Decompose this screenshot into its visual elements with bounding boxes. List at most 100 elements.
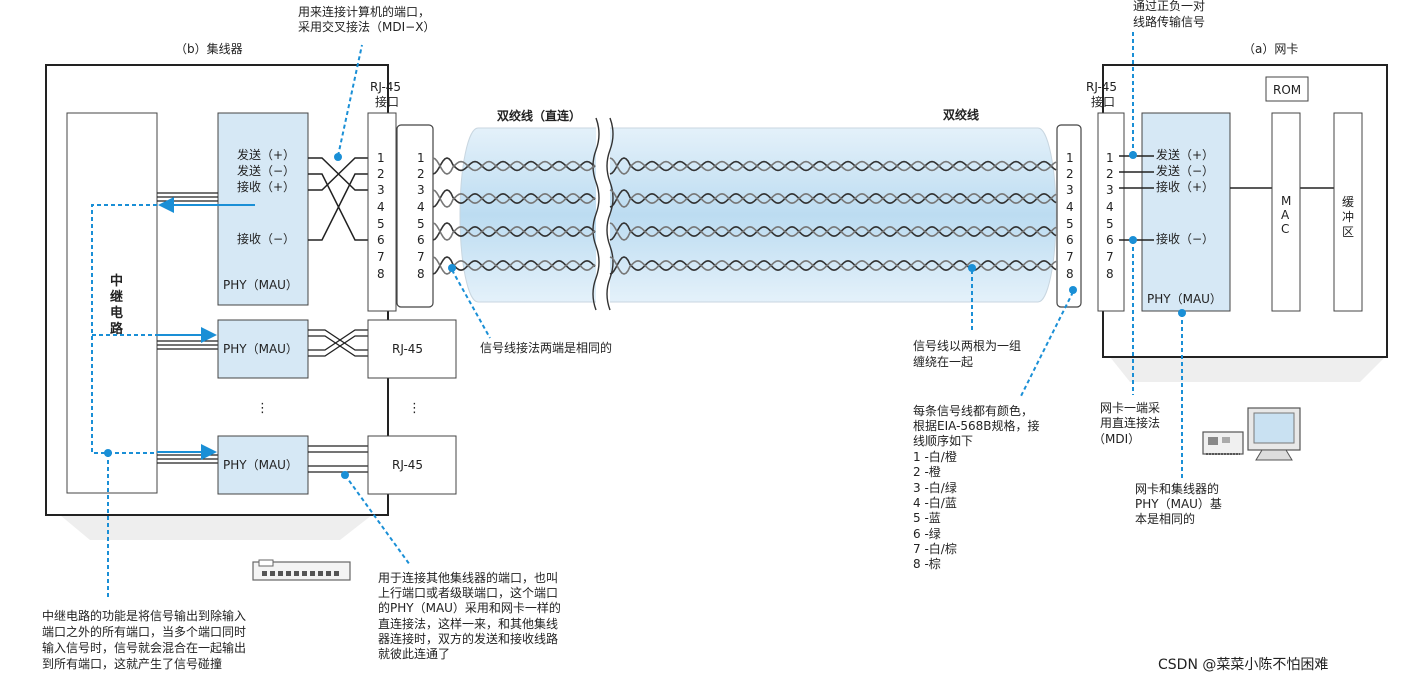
dot-same-phy	[1178, 309, 1186, 317]
dot-twisted	[968, 264, 976, 272]
hub-rj45-port-1	[367, 319, 457, 379]
nic-buffer	[1333, 112, 1363, 312]
note-uplink-1: 上行端口或者级联端口，这个端口	[378, 585, 558, 600]
wire-pair-2-strand-1-seg-2	[609, 189, 1057, 208]
left-plug-pin-1: 1	[417, 151, 425, 165]
note-colors-1: 根据EIA-568B规格，接	[913, 418, 1040, 433]
nic-tx-plus: 发送（+）	[1156, 147, 1214, 162]
wire-pair-1-strand-1-seg-1	[432, 157, 596, 175]
nic-rx-minus: 接收（−）	[1156, 231, 1214, 246]
right-plug	[1056, 124, 1082, 308]
note-relay-2: 输入信号时，信号就会混合在一起输出	[42, 640, 246, 655]
nic-pin-1: 1	[1106, 151, 1114, 165]
hub-phy-port-1-label: PHY（MAU）	[223, 342, 298, 356]
nic-title: （a）网卡	[1243, 42, 1298, 56]
note-relay-1: 端口之外的所有端口，当多个端口同时	[42, 624, 246, 639]
hub-rj45-dots: ⋮	[408, 401, 421, 416]
wire-pair-2-strand-2-seg-1	[432, 189, 596, 208]
nic-rj45-label-0: RJ-45	[1086, 80, 1117, 94]
twisted-pairs	[432, 157, 1057, 275]
dot-pair-tx	[1129, 151, 1137, 159]
nic-phy-label: PHY（MAU）	[1147, 292, 1222, 306]
wire-pair-1-strand-1-seg-2	[609, 157, 1057, 175]
hub-rj45-jack	[367, 112, 397, 312]
hub-device-icon	[252, 559, 351, 581]
nic-pin-8: 8	[1106, 267, 1114, 281]
hub-pin-1: 1	[377, 151, 385, 165]
dot-colors	[1069, 286, 1077, 294]
note-same-ends: 信号线接法两端是相同的	[480, 340, 612, 355]
hub-rj45-label-1: 接口	[375, 94, 399, 109]
note-same-phy-0: 网卡和集线器的	[1135, 481, 1219, 496]
hub-tx-plus: 发送（+）	[237, 147, 295, 162]
nic-buffer-0: 缓	[1342, 195, 1354, 209]
hub-phy-main-label: PHY（MAU）	[223, 278, 298, 292]
dot-same-ends	[448, 264, 456, 272]
hub-pin-4: 4	[377, 200, 385, 214]
hub-pin-5: 5	[377, 217, 385, 231]
wire-pair-3-strand-1-seg-1	[432, 222, 596, 241]
nic-rj45-label-1: 接口	[1091, 94, 1115, 109]
relay-label-2: 电	[110, 305, 123, 321]
note-mdix-0: 用来连接计算机的端口，	[298, 4, 430, 19]
computer-nic-icon	[1202, 407, 1301, 461]
note-uplink-0: 用于连接其他集线器的端口，也叫	[378, 570, 558, 585]
note-relay-0: 中继电路的功能是将信号输出到除输入	[42, 608, 246, 623]
nic-pin-3: 3	[1106, 183, 1114, 197]
left-plug-pin-5: 5	[417, 217, 425, 231]
wire-pair-3-strand-1-seg-2	[609, 222, 1057, 241]
nic-pin-4: 4	[1106, 200, 1114, 214]
note-mdix-1: 采用交叉接法（MDI−X）	[298, 19, 435, 34]
note-colors-2: 线顺序如下	[913, 433, 973, 448]
nic-mac-2: C	[1281, 222, 1289, 236]
hub-tx-minus: 发送（−）	[237, 163, 295, 178]
relay-circuit	[66, 112, 158, 494]
note-colors-6: 4 -白/蓝	[913, 495, 957, 510]
note-colors-9: 7 -白/棕	[913, 541, 957, 556]
nic-mac-0: M	[1281, 194, 1291, 208]
hub-shadow	[60, 515, 372, 540]
note-twisted-0: 信号线以两根为一组	[913, 339, 1021, 353]
hub-phy-main	[217, 112, 309, 306]
wire-pair-1-strand-2-seg-2	[609, 157, 1057, 175]
left-plug-pin-3: 3	[417, 183, 425, 197]
hub-phy-port-2-label: PHY（MAU）	[223, 458, 298, 472]
left-plug-pin-4: 4	[417, 200, 425, 214]
note-pair-1: 线路传输信号	[1133, 14, 1205, 29]
hub-rj45-port-1-label: RJ-45	[392, 342, 423, 356]
nic-rom-label: ROM	[1273, 83, 1301, 97]
cable-label-right: 双绞线	[943, 107, 979, 122]
relay-label-1: 继	[110, 289, 123, 305]
right-plug-pin-4: 4	[1066, 200, 1074, 214]
wire-pair-4-strand-1-seg-2	[609, 256, 1057, 275]
hub-phy-port-1	[217, 319, 309, 379]
note-colors-8: 6 -绿	[913, 526, 941, 541]
note-uplink-2: 的PHY（MAU）采用和网卡一样的	[378, 600, 561, 615]
dot-uplink	[341, 471, 349, 479]
hub-rx-minus: 接收（−）	[237, 231, 295, 246]
hub-title: （b）集线器	[175, 41, 243, 56]
note-colors-10: 8 -棕	[913, 556, 941, 571]
wire-pair-2-strand-2-seg-2	[609, 189, 1057, 208]
hub-pin-6: 6	[377, 233, 385, 247]
left-plug	[396, 124, 434, 308]
nic-rom	[1265, 76, 1309, 102]
left-plug-pin-7: 7	[417, 250, 425, 264]
hub-rj45-port-2	[367, 435, 457, 495]
right-plug-pin-1: 1	[1066, 151, 1074, 165]
right-plug-pin-8: 8	[1066, 267, 1074, 281]
hub-phy-dots: ⋮	[256, 401, 269, 416]
note-uplink-3: 直连接法，这样一来，和其他集线	[378, 616, 558, 631]
left-plug-pin-6: 6	[417, 233, 425, 247]
nic-pin-5: 5	[1106, 217, 1114, 231]
note-nic-mdi-2: （MDI）	[1093, 432, 1140, 446]
note-uplink-4: 器连接时，双方的发送和接收线路	[378, 631, 558, 646]
hub-rj45-port-2-label: RJ-45	[392, 458, 423, 472]
nic-buffer-1: 冲	[1342, 209, 1354, 224]
nic-buffer-2: 区	[1342, 225, 1354, 239]
right-plug-pin-6: 6	[1066, 233, 1074, 247]
hub-pin-7: 7	[377, 250, 385, 264]
dot-relay	[104, 449, 112, 457]
right-plug-pin-2: 2	[1066, 167, 1074, 181]
